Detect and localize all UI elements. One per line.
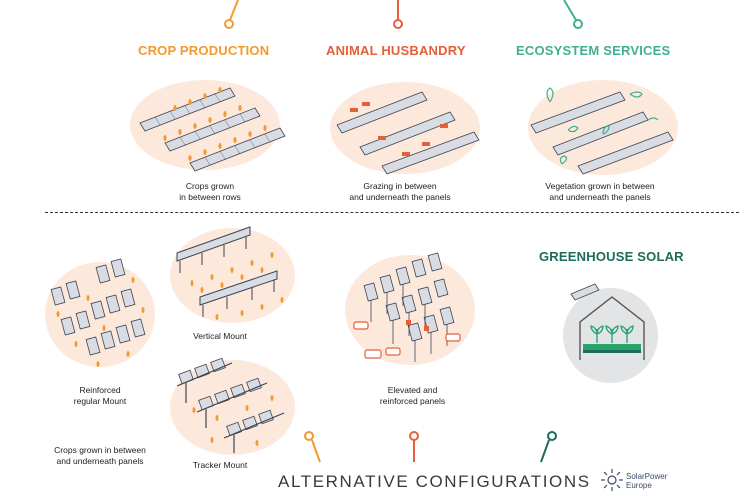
reinforced-mount-illustration <box>50 258 146 367</box>
pin-icon-bottom-ecosystem <box>540 431 557 463</box>
crops-grown-group-caption: Crops grown in between and underneath pa… <box>54 445 146 466</box>
vertical-mount-illustration <box>176 226 284 320</box>
tracker-mount-caption: Tracker Mount <box>192 460 248 470</box>
pin-icon-bottom-animal <box>409 431 419 462</box>
alternative-configurations-title: ALTERNATIVE CONFIGURATIONS <box>278 472 591 491</box>
animal-caption: Grazing in between and underneath the pa… <box>349 181 451 202</box>
crop-caption: Crops grown in between rows <box>179 181 241 202</box>
cow-icons <box>353 320 461 359</box>
ecosystem-services-title: ECOSYSTEM SERVICES <box>516 43 671 58</box>
pin-icon-animal <box>393 0 403 29</box>
pin-icon-bottom-crop <box>304 431 321 463</box>
tracker-mount-illustration <box>176 357 285 453</box>
elevated-panels-caption: Elevated and reinforced panels <box>379 385 446 406</box>
crop-production-title: CROP PRODUCTION <box>138 43 270 58</box>
elevated-panels-illustration <box>363 252 455 362</box>
pin-icon-ecosystem <box>563 0 583 29</box>
greenhouse-solar-title: GREENHOUSE SOLAR <box>539 249 684 264</box>
pin-icon-crop <box>224 0 239 29</box>
section-divider <box>45 212 739 213</box>
ecosystem-caption: Vegetation grown in between and undernea… <box>545 181 655 202</box>
crop-solar-array-illustration <box>139 87 286 172</box>
vertical-mount-caption: Vertical Mount <box>193 331 247 341</box>
solarpower-europe-logo <box>601 469 623 491</box>
ecosystem-solar-array-illustration <box>530 87 674 175</box>
animal-husbandry-title: ANIMAL HUSBANDRY <box>326 43 466 58</box>
animal-solar-array-illustration <box>336 91 480 175</box>
greenhouse-illustration <box>570 283 645 360</box>
reinforced-mount-caption: Reinforced regular Mount <box>73 385 127 406</box>
solarpower-europe-wordmark: SolarPower Europe <box>626 472 668 490</box>
greenhouse-background-circle <box>563 288 658 383</box>
